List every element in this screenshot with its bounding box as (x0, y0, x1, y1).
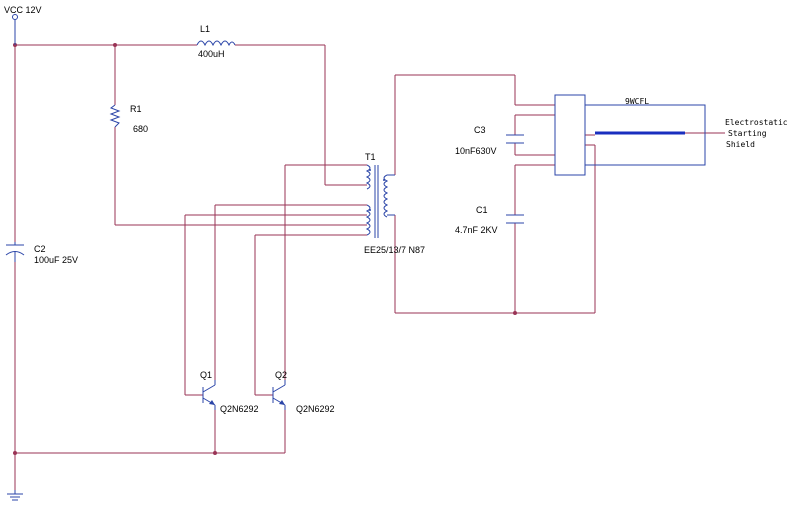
c2-ref: C2 (34, 244, 46, 254)
c1-value: 4.7nF 2KV (455, 225, 498, 235)
resistor-r1: R1 680 (109, 104, 148, 134)
q1-ref: Q1 (200, 370, 212, 380)
vcc-label: VCC 12V (4, 5, 42, 15)
l1-ref: L1 (200, 24, 210, 34)
q2-value: Q2N6292 (296, 404, 335, 414)
lamp-housing (584, 104, 706, 166)
ground-symbol (7, 490, 23, 501)
q1-value: Q2N6292 (220, 404, 259, 414)
c3-ref: C3 (474, 125, 486, 135)
lamp-label: 9WCFL (625, 97, 649, 106)
junction-dot (213, 451, 217, 455)
c1-ref: C1 (476, 205, 488, 215)
shield-label: Electrostatic Starting Shield (725, 118, 788, 149)
shield-line-3: Shield (726, 140, 755, 149)
r1-ref: R1 (130, 104, 142, 114)
junction-dot (113, 43, 117, 47)
capacitor-c2: C2 100uF 25V (5, 242, 78, 265)
capacitor-c1: C1 4.7nF 2KV (455, 205, 524, 235)
capacitor-c3: C3 10nF630V (455, 125, 524, 156)
t1-ref: T1 (365, 152, 376, 162)
lamp-connector-block (554, 94, 586, 176)
shield-line-2: Starting (728, 129, 767, 138)
shield-line-1: Electrostatic (725, 118, 788, 127)
wiring (14, 44, 725, 490)
t1-value: EE25/13/7 N87 (364, 245, 425, 255)
c3-value: 10nF630V (455, 146, 497, 156)
vcc-terminal: VCC 12V (4, 5, 42, 45)
transformer-t1: T1 EE25/13/7 N87 (364, 152, 425, 255)
q2-ref: Q2 (275, 370, 287, 380)
junction-dot (13, 451, 17, 455)
r1-value: 680 (133, 124, 148, 134)
junction-dots (13, 43, 517, 455)
l1-value: 400uH (198, 49, 225, 59)
inductor-l1: L1 400uH (196, 24, 236, 59)
transistor-q2: Q2 Q2N6292 (272, 370, 335, 414)
transistor-q1: Q1 Q2N6292 (200, 370, 259, 414)
cfl-lamp: 9WCFL (554, 94, 706, 176)
junction-dot (513, 311, 517, 315)
c2-value: 100uF 25V (34, 255, 78, 265)
